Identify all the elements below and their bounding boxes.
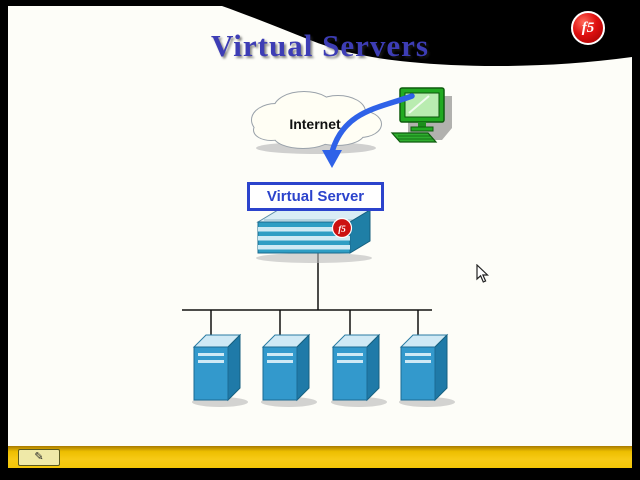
curved-arrow-icon: [322, 93, 415, 168]
virtual-server-box: Virtual Server: [247, 182, 384, 211]
server-tower-icon: [399, 333, 455, 407]
bigip-appliance-icon: f5: [256, 209, 372, 263]
server-tower-icon: [261, 333, 317, 407]
virtual-server-label: Virtual Server: [266, 188, 365, 205]
appliance-f5-text: f5: [338, 224, 346, 234]
pen-tool-button[interactable]: ✎: [18, 449, 60, 466]
mouse-cursor: [476, 264, 489, 283]
appliance-f5-badge: f5: [331, 217, 353, 239]
client-computer-icon: [390, 87, 452, 143]
page-title: Virtual Servers: [211, 28, 429, 63]
server-tower-icon: [331, 333, 387, 407]
network-lines: [182, 253, 432, 338]
server-tower-icon: [192, 333, 248, 407]
f5-logo-icon: f5: [571, 11, 605, 45]
slide-canvas: Virtual Servers f5: [8, 6, 632, 468]
network-diagram: f5: [182, 87, 455, 407]
pencil-icon: ✎: [34, 451, 44, 463]
internet-label: Internet: [289, 116, 341, 132]
f5-logo-text: f5: [581, 19, 595, 36]
black-swoosh-shape: [222, 6, 632, 67]
annotation-toolbar: ✎: [8, 446, 632, 468]
cloud-icon: [251, 91, 382, 154]
